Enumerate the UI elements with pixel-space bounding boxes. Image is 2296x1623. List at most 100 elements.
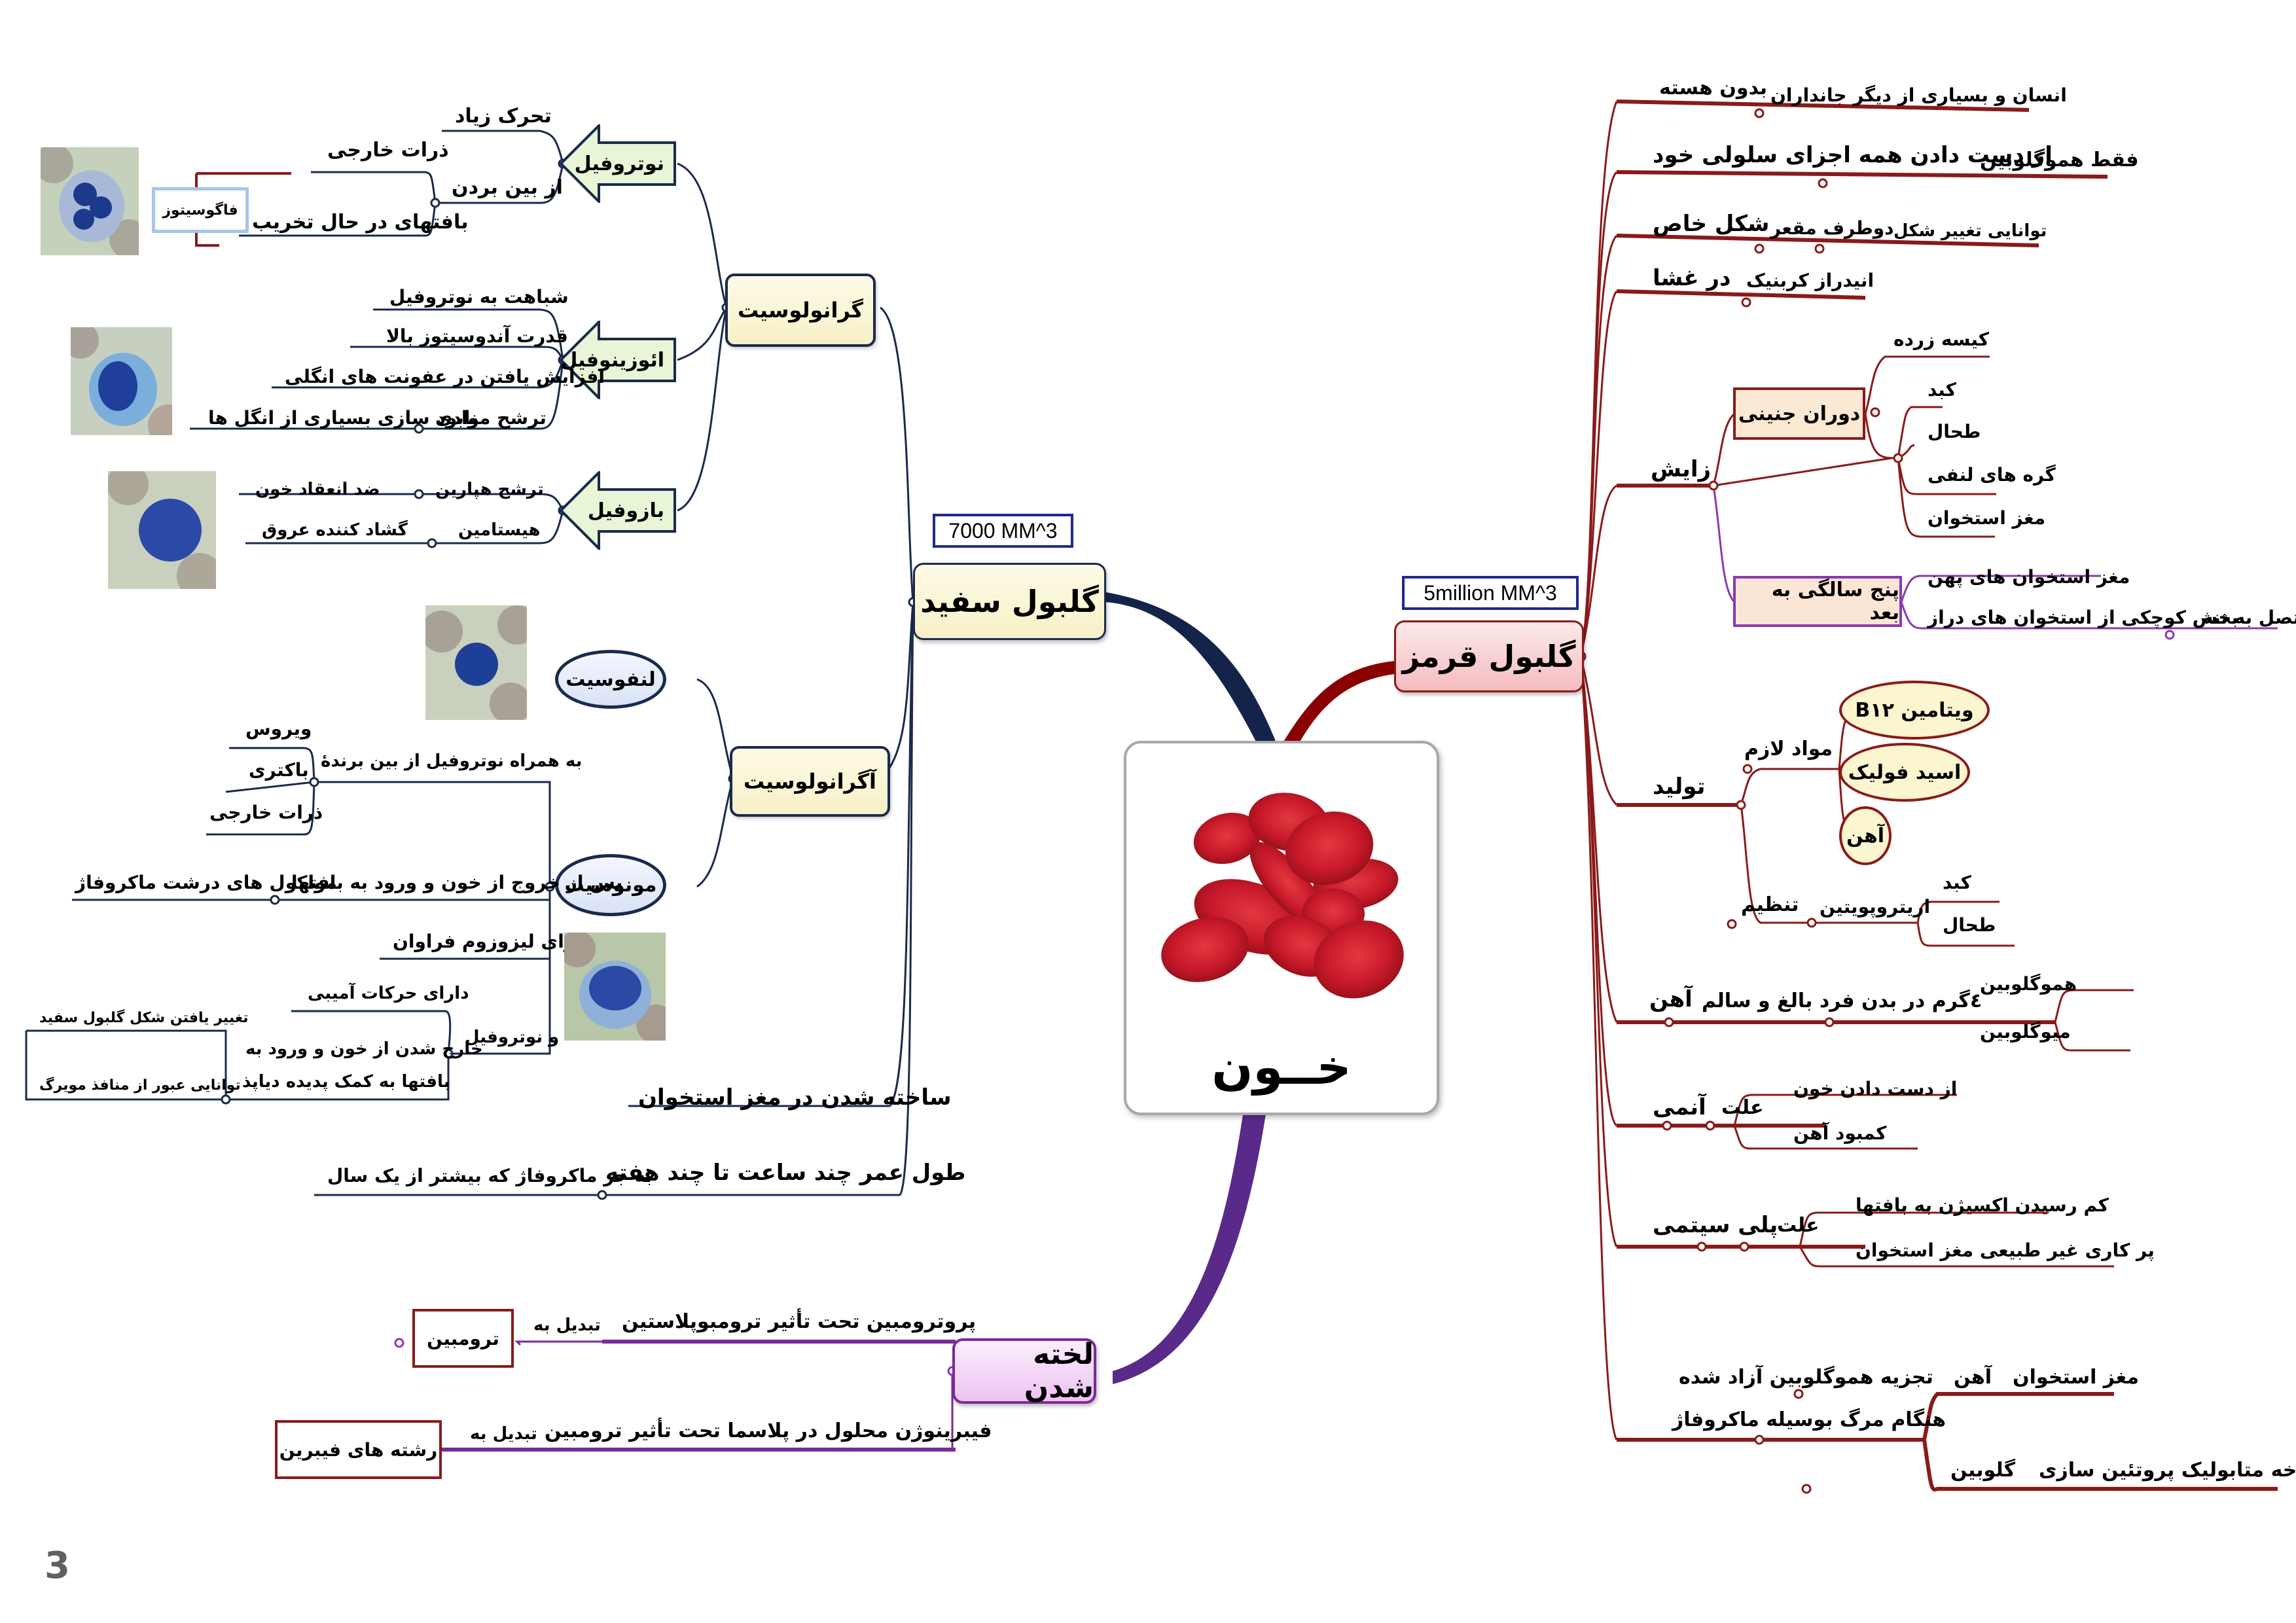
central-title: خــون: [1211, 1039, 1352, 1096]
polycythemia-label: پلی سیتمی: [1653, 1212, 1778, 1238]
eosinophil-cell-icon: [71, 327, 172, 435]
basophil-fact-detail: ضد انعقاد خون: [255, 480, 380, 499]
polycythemia-cause-label: علت: [1777, 1214, 1820, 1237]
clot-converts-label: تبدیل به: [470, 1424, 537, 1444]
branch-wbc: [1106, 592, 1276, 743]
granulocyte-node[interactable]: گرانولوسیت: [725, 274, 876, 347]
clotting-main-node[interactable]: لخته شدن: [952, 1338, 1096, 1404]
neutrophil-label: نوتروفیل: [574, 152, 664, 175]
iron-use: میوگلوبین: [1980, 1021, 2071, 1043]
monocyte-fact: به همراه نوتروفیل از بین برندهٔ: [321, 751, 583, 771]
rbc-count-badge: 5million MM^3: [1402, 576, 1579, 610]
adult-site-attached: متصل به تنه: [2202, 607, 2296, 628]
anemia-cause-label: علت: [1721, 1096, 1764, 1119]
monocyte-cell-icon: [564, 933, 666, 1041]
diapedesis-effect: توانایی عبور از منافذ مویرگ: [39, 1077, 241, 1094]
red-blood-cells-icon: [1161, 793, 1404, 999]
regulation-label: تنظیم: [1741, 893, 1799, 916]
monocyte-node[interactable]: مونوسیت: [555, 854, 666, 916]
material-node[interactable]: اسید فولیک: [1839, 743, 1970, 802]
fetal-period-node[interactable]: دوران جنینی: [1733, 387, 1865, 440]
diapedesis-line1: خارج شدن از خون و ورود به: [245, 1039, 483, 1059]
clot-step-label: پروترومبین تحت تأثیر ترومبوپلاستین: [622, 1310, 977, 1333]
eosinophil-micrograph: [71, 327, 172, 435]
diapedesis-line2: بافتها به کمک پدیده دیاپذ: [242, 1072, 450, 1092]
rbc-fact-detail: انسان و بسیاری از دیگر جانداران: [1770, 84, 2067, 106]
agranulocyte-node[interactable]: آگرانولوسیت: [730, 746, 890, 817]
neutrophil-target: بافتهای در حال تخریب: [252, 211, 469, 234]
lymphocyte-cell-icon: [425, 605, 527, 720]
required-materials-label: مواد لازم: [1744, 738, 1833, 760]
rbc-main-node[interactable]: گلبول قرمز: [1394, 620, 1584, 692]
eosinophil-node[interactable]: ائوزینوفیل: [560, 321, 677, 399]
eosinophil-label: ائوزینوفیل: [560, 348, 664, 372]
rbc-fact-label: از دست دادن همه اجزای سلولی خود: [1653, 142, 2053, 168]
erythropoietin-label: اریتروپویتین: [1820, 896, 1931, 918]
monocyte-fact: دارای حرکات آمیبی: [308, 984, 469, 1003]
basophil-node[interactable]: بازوفیل: [560, 471, 677, 550]
central-node[interactable]: خــون: [1124, 741, 1439, 1115]
eosinophil-fact: قدرت آندوسیتوز بالا: [386, 325, 568, 347]
material-node[interactable]: ویتامین B۱۲: [1839, 681, 1990, 740]
lymphocyte-node[interactable]: لنفوسیت: [555, 650, 666, 709]
neutrophil-fact: تحرک زیاد: [455, 105, 552, 128]
left-arrow-shape-icon: [560, 124, 676, 203]
page-number: 3: [45, 1544, 70, 1587]
regulation-organ: کبد: [1943, 872, 1971, 893]
adult-site: بخش کوچکی از استخوان های دراز: [1928, 607, 2238, 628]
rbc-fact-detail: توانایی تغییر شکل: [1893, 221, 2047, 241]
clot-step-label: فیبرینوژن محلول در پلاسما تحت تأثیر تروم…: [545, 1419, 992, 1442]
basophil-cell-icon: [108, 471, 216, 589]
eosinophil-secretion-detail: نابود سازی بسیاری از انگل ها: [208, 407, 478, 429]
material-node[interactable]: آهن: [1839, 806, 1892, 865]
anemia-cause: کمبود آهن: [1793, 1122, 1887, 1144]
adult-site: مغز استخوان های پهن: [1928, 566, 2130, 588]
branch-rbc: [1283, 661, 1394, 743]
fetal-site: مغز استخوان: [1928, 507, 2046, 529]
after-five-node[interactable]: پنج سالگی به بعد: [1733, 576, 1902, 627]
rbc-production-label: تولید: [1653, 774, 1706, 800]
monocyte-fact: دارای لیزوزوم فراوان: [393, 931, 590, 952]
wbc-count-badge: 7000 MM^3: [933, 514, 1073, 548]
monocyte-micrograph: [564, 933, 666, 1041]
neutrophil-node[interactable]: نوتروفیل: [560, 124, 677, 203]
polycythemia-cause: پر کاری غیر طبیعی مغز استخوان: [1856, 1240, 2155, 1261]
basophil-label: بازوفیل: [587, 499, 664, 522]
thrombin-node[interactable]: ترومبین: [412, 1309, 514, 1368]
wbc-made-in: ساخته شدن در مغز استخوان: [638, 1084, 952, 1111]
left-arrow-shape-icon: [560, 321, 676, 399]
left-arrow-shape-icon: [560, 471, 676, 550]
rbc-fact-label: در غشا: [1653, 265, 1731, 291]
diapedesis-effect: تغییر یافتن شکل گلبول سفید: [39, 1010, 249, 1026]
polycythemia-cause: کم رسیدن اکسیژن به بافتها: [1856, 1194, 2109, 1216]
basophil-fact-detail: گشاد کننده عروق: [262, 520, 408, 540]
fetal-site: کبد: [1928, 379, 1956, 401]
fetal-site: گره های لنفی: [1928, 464, 2056, 486]
rbc-iron-label: آهن: [1649, 986, 1693, 1012]
breakdown-iron: آهن: [1954, 1366, 1992, 1389]
fetal-site: طحال: [1928, 421, 1981, 442]
rbc-fact-detail: فقط هموگلوبین: [1980, 149, 2139, 171]
monocyte-target: ذرات خارجی: [209, 802, 323, 823]
fibrin-node[interactable]: رشته های فیبرین: [275, 1420, 442, 1479]
wbc-lifespan: طول عمر چند ساعت تا چند هفته: [605, 1160, 966, 1186]
phagocytosis-node[interactable]: فاگوسیتوز: [152, 187, 249, 233]
rbc-fact-label: بدون هسته: [1659, 77, 1768, 99]
branch-clot: [1113, 1110, 1266, 1384]
iron-amount: ٤گرم در بدن فرد بالغ و سالم: [1702, 990, 1982, 1012]
breakdown-globin-dest: چرخه متابولیک پروتئین سازی: [2039, 1459, 2296, 1482]
lymphocyte-micrograph: [425, 605, 527, 720]
basophil-fact: هیستامین: [458, 520, 541, 540]
breakdown-globin: گلوبین: [1950, 1459, 2016, 1482]
rbc-genesis-label: زایش: [1651, 456, 1712, 482]
monocyte-fact: پس از خروج از خون و ورود به بافتها: [291, 872, 623, 893]
breakdown-line1: تجزیه هموگلوبین آزاد شده: [1679, 1366, 1933, 1389]
regulation-organ: طحال: [1943, 914, 1996, 936]
monocyte-target: باکتری: [249, 759, 309, 781]
neutrophil-fact: از بین بردن: [452, 176, 563, 199]
clot-converts-label: تبدیل به: [533, 1315, 601, 1335]
neutrophil-target: ذرات خارجی: [327, 139, 449, 162]
wbc-main-node[interactable]: گلبول سفید: [913, 563, 1106, 640]
eosinophil-fact: شباهت به نوتروفیل: [389, 286, 569, 308]
